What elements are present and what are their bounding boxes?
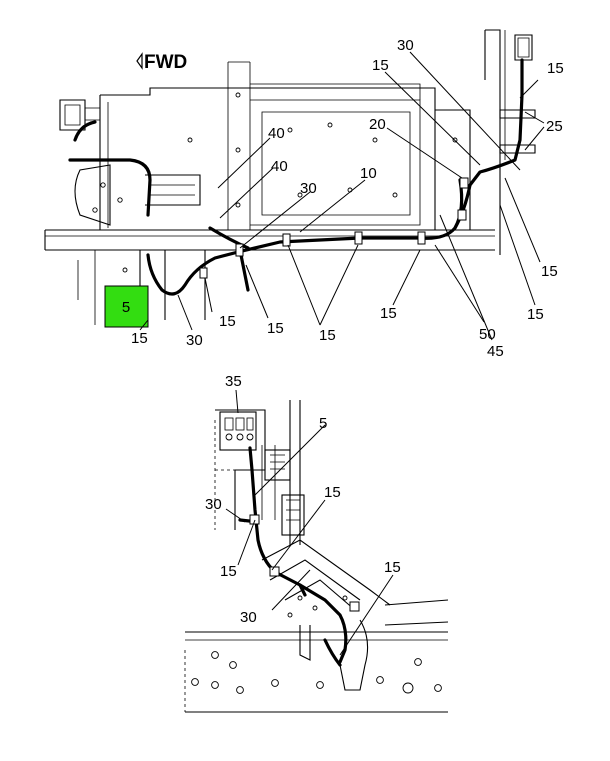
- callout-15-b3: 15: [319, 327, 336, 344]
- callout-15-mid: 15: [324, 484, 341, 501]
- callout-50: 50: [479, 326, 496, 343]
- callout-15-right: 15: [384, 559, 401, 576]
- detail-view-callouts: 35 5 30 15 15 30 15: [205, 373, 401, 626]
- callout-15-under-box: 15: [131, 330, 148, 347]
- callout-5-highlighted[interactable]: 5: [122, 299, 130, 316]
- callout-35: 35: [225, 373, 242, 390]
- callout-30-mid: 30: [300, 180, 317, 197]
- callout-10: 10: [360, 165, 377, 182]
- callout-30-bottom: 30: [186, 332, 203, 349]
- callout-15-b4: 15: [380, 305, 397, 322]
- fwd-arrow-icon: [136, 52, 143, 70]
- callout-25: 25: [546, 118, 563, 135]
- highlighted-part-callout[interactable]: 5: [104, 285, 149, 328]
- callout-30-top: 30: [397, 37, 414, 54]
- top-view-callouts: 30 15 15 25 20 40 40 30 10 15 15 15 30 1…: [131, 37, 564, 360]
- harness-clips: [199, 177, 469, 279]
- callout-15-upper-right: 15: [547, 60, 564, 77]
- callout-40-b: 40: [271, 158, 288, 175]
- callout-30-upper: 30: [205, 496, 222, 513]
- highlight-box[interactable]: [104, 285, 149, 328]
- callout-45: 45: [487, 343, 504, 360]
- fwd-indicator: FWD: [136, 52, 187, 73]
- callout-15-left: 15: [220, 563, 237, 580]
- callout-15-b2: 15: [267, 320, 284, 337]
- detail-view: 35 5 30 15 15 30 15: [184, 373, 449, 713]
- callout-40-a: 40: [268, 125, 285, 142]
- callout-15-right-b: 15: [527, 306, 544, 323]
- leader-lines: [139, 51, 545, 341]
- callout-20: 20: [369, 116, 386, 133]
- callout-15-right-a: 15: [541, 263, 558, 280]
- top-view: FWD: [44, 29, 564, 360]
- callout-15-b1: 15: [219, 313, 236, 330]
- fwd-label: FWD: [144, 52, 187, 73]
- detail-structure: [184, 400, 449, 713]
- callout-5: 5: [319, 415, 327, 432]
- callout-15-top: 15: [372, 57, 389, 74]
- detail-leader-lines: [225, 389, 394, 656]
- callout-30-lower: 30: [240, 609, 257, 626]
